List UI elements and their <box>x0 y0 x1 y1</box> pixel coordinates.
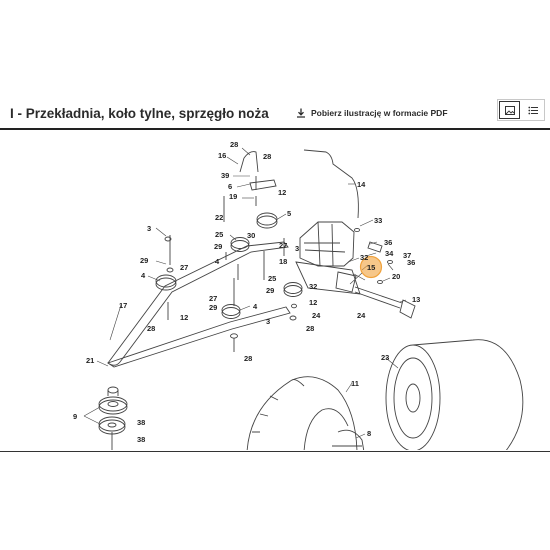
part-label[interactable]: 12 <box>180 313 188 322</box>
part-label[interactable]: 4 <box>141 271 146 280</box>
header-divider <box>0 128 550 130</box>
part-label[interactable]: 8 <box>367 429 371 438</box>
part-label[interactable]: 12 <box>309 298 317 307</box>
part-label[interactable]: 4 <box>253 302 258 311</box>
part-label[interactable]: 28 <box>147 324 155 333</box>
part-label[interactable]: 3 <box>266 317 270 326</box>
list-icon <box>527 106 538 114</box>
part-label[interactable]: 17 <box>119 301 127 310</box>
part-label[interactable]: 6 <box>228 182 232 191</box>
part-label[interactable]: 32 <box>360 253 368 262</box>
download-pdf-link[interactable]: Pobierz ilustrację w formacie PDF <box>296 108 448 118</box>
part-label[interactable]: 29 <box>214 242 222 251</box>
part-label[interactable]: 34 <box>385 249 394 258</box>
part-label[interactable]: 27 <box>209 294 217 303</box>
part-label[interactable]: 12 <box>278 188 286 197</box>
part-label[interactable]: 32 <box>309 282 317 291</box>
part-label[interactable]: 29 <box>140 256 148 265</box>
part-label[interactable]: 21 <box>86 356 94 365</box>
part-label[interactable]: 16 <box>218 151 226 160</box>
highlight-marker[interactable] <box>359 255 383 279</box>
part-label[interactable]: 36 <box>407 258 415 267</box>
part-label[interactable]: 15 <box>367 263 375 272</box>
part-label[interactable]: 29 <box>266 286 274 295</box>
part-label[interactable]: 14 <box>357 180 366 189</box>
part-label[interactable]: 23 <box>381 353 389 362</box>
part-label[interactable]: 28 <box>306 324 314 333</box>
part-label[interactable]: 28 <box>263 152 271 161</box>
view-toggle <box>497 99 545 121</box>
part-label[interactable]: 30 <box>247 231 255 240</box>
page-header: I - Przekładnia, koło tylne, sprzęgło no… <box>0 96 550 132</box>
image-icon <box>504 105 515 115</box>
image-view-button[interactable] <box>498 100 521 120</box>
list-view-button[interactable] <box>521 100 544 120</box>
exploded-view-drawing: 28 16 28 39 6 12 19 14 3 22 5 33 25 30 2… <box>73 140 524 450</box>
part-label[interactable]: 19 <box>229 192 237 201</box>
download-icon <box>297 108 305 118</box>
part-label[interactable]: 38 <box>137 418 145 427</box>
part-label[interactable]: 24 <box>357 311 366 320</box>
part-label[interactable]: 29 <box>209 303 217 312</box>
part-label[interactable]: 27 <box>180 263 188 272</box>
part-label[interactable]: 38 <box>137 435 145 444</box>
parts-diagram: 28 16 28 39 6 12 19 14 3 22 5 33 25 30 2… <box>0 130 550 450</box>
part-label[interactable]: 3 <box>295 244 299 253</box>
part-label[interactable]: 9 <box>73 412 77 421</box>
part-label[interactable]: 3 <box>147 224 151 233</box>
part-label[interactable]: 11 <box>351 379 359 388</box>
part-label[interactable]: 27 <box>279 241 287 250</box>
part-label[interactable]: 24 <box>312 311 321 320</box>
part-label[interactable]: 39 <box>221 171 229 180</box>
diagram-bottom-border <box>0 451 550 452</box>
part-label[interactable]: 25 <box>215 230 223 239</box>
part-label[interactable]: 4 <box>215 257 220 266</box>
page-blank-area <box>0 452 550 550</box>
part-label[interactable]: 20 <box>392 272 400 281</box>
part-label[interactable]: 37 <box>403 251 411 260</box>
part-label[interactable]: 5 <box>287 209 291 218</box>
page-title: I - Przekładnia, koło tylne, sprzęgło no… <box>10 106 269 121</box>
part-label[interactable]: 13 <box>412 295 420 304</box>
part-label[interactable]: 18 <box>279 257 287 266</box>
part-label[interactable]: 22 <box>215 213 223 222</box>
part-label[interactable]: 33 <box>374 216 382 225</box>
download-pdf-label: Pobierz ilustrację w formacie PDF <box>311 108 448 118</box>
part-label[interactable]: 28 <box>230 140 238 149</box>
part-label[interactable]: 25 <box>268 274 276 283</box>
part-label[interactable]: 36 <box>384 238 392 247</box>
part-label[interactable]: 28 <box>244 354 252 363</box>
